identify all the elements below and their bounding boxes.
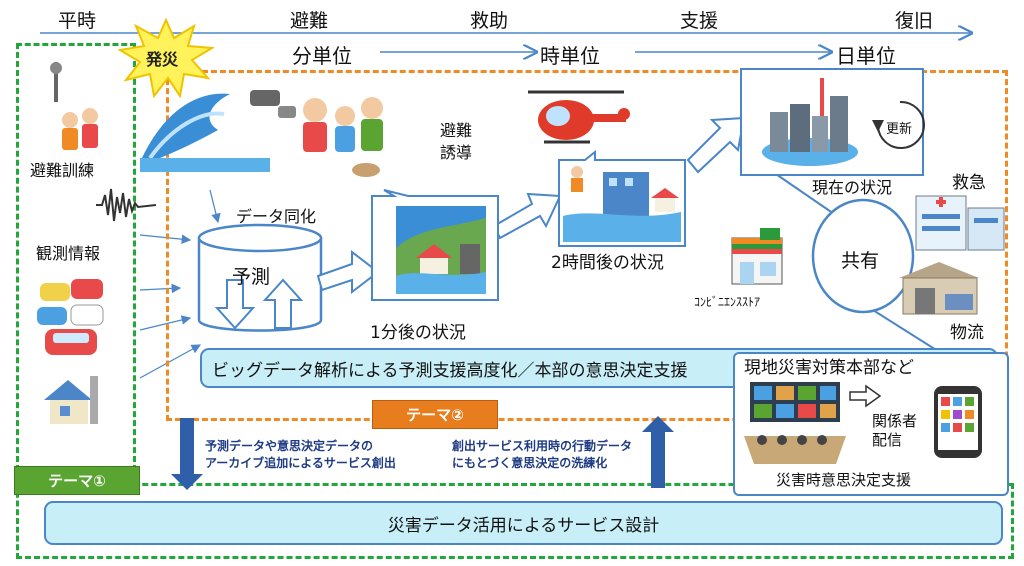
two-hours-callout: [558, 150, 686, 247]
hospital-icon: [915, 195, 1005, 251]
share-label: 共有: [841, 250, 880, 272]
left-observation-label: 観測情報: [36, 244, 101, 263]
share-circle-icon: [811, 198, 915, 314]
smartphone-icon: [934, 386, 982, 458]
theme1-bottom-frame: [16, 483, 1014, 559]
tsunami-evacuation-icon: [140, 90, 383, 177]
theme1-tag: テーマ①: [14, 466, 140, 495]
service-design-label: 災害データ活用によるサービス設計: [387, 515, 660, 536]
unit-days: 日単位: [836, 44, 896, 68]
warehouse-icon: [899, 262, 979, 315]
phase-rescue: 救助: [470, 10, 509, 32]
prediction-database-icon: [197, 223, 323, 332]
prediction-label: 予測: [232, 266, 271, 288]
theme2-frame: [166, 70, 1008, 421]
logistics-label: 物流: [950, 323, 984, 343]
one-minute-callout: [371, 189, 499, 301]
phase-evacuation: 避難: [290, 10, 329, 32]
one-minute-state-label: 1分後の状況: [370, 323, 466, 343]
disaster-burst-label: 発災: [146, 50, 179, 69]
traffic-jam-cars-icon: [37, 279, 104, 355]
data-assimilation-label: データ同化: [236, 207, 317, 226]
command-center-icon: [744, 382, 846, 464]
disaster-burst-icon: [118, 18, 214, 98]
evacuation-drill-people-icon: [50, 62, 98, 150]
convenience-store-label: ｺﾝﾋﾞﾆｴﾝｽｽﾄｱ: [694, 295, 761, 309]
service-design-bar: 災害データ活用によるサービス設計: [44, 501, 1003, 545]
current-state-label: 現在の状況: [812, 178, 893, 197]
left-training-label: 避難訓練: [30, 161, 95, 180]
two-hours-state-label: 2時間後の状況: [551, 253, 664, 273]
update-cycle-icon: [872, 100, 925, 149]
city-buildings-icon: [762, 78, 858, 166]
distribution-label: 関係者 配信: [872, 412, 918, 449]
hq-caption: 災害時意思決定支援: [776, 471, 912, 489]
phase-recovery: 復旧: [895, 10, 934, 32]
hq-title: 現地災害対策本部など: [744, 358, 914, 378]
phase-peacetime: 平時: [58, 10, 97, 32]
unit-hours: 時単位: [540, 44, 600, 68]
evacuation-guidance-label: 避難 誘導: [440, 121, 473, 162]
phase-support: 支援: [680, 10, 719, 32]
collapsed-house-icon: [44, 376, 98, 424]
waveform-icon: [96, 188, 156, 222]
theme2-tag: テーマ②: [372, 400, 498, 429]
unit-minutes: 分単位: [292, 44, 352, 68]
distribution-arrow-icon: [849, 384, 882, 408]
behavior-note: 創出サービス利用時の行動データ にもとづく意思決定の洗練化: [452, 439, 633, 470]
convenience-store-icon: [731, 228, 783, 285]
emergency-label: 救急: [952, 173, 986, 193]
rescue-helicopter-icon: [528, 90, 630, 144]
update-label: 更新: [886, 122, 913, 137]
archive-note: 予測データや意思決定データの アーカイブ追加によるサービス創出: [205, 439, 396, 470]
bigdata-analysis-label: ビッグデータ解析による予測支援高度化／本部の意思決定支援: [212, 360, 688, 381]
